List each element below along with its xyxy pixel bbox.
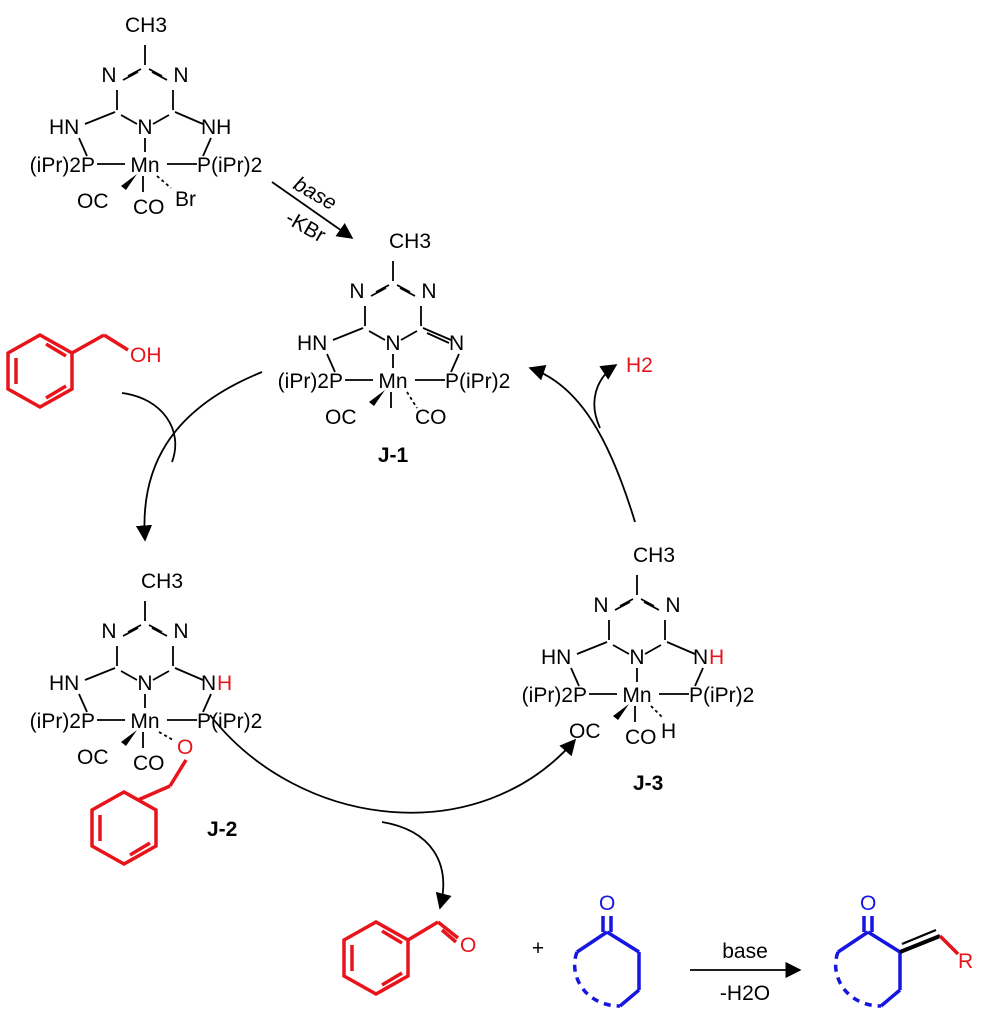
precatalyst: CH3 N N N HN NH Mn (iPr)2P P(iPr)2 OC CO…	[30, 14, 263, 219]
metal-label: Mn	[130, 710, 159, 733]
amine-label: HN	[541, 646, 571, 669]
h2-release-arrow	[593, 364, 618, 429]
cycle-arrow-j1-to-j2	[135, 371, 263, 542]
amine-n-label: N	[201, 672, 216, 695]
metal-label: Mn	[130, 154, 159, 177]
benzaldehyde: O	[342, 919, 476, 997]
hydride-label: H	[661, 720, 676, 743]
product-release-arrow	[381, 821, 452, 910]
carbonyl-bottom-label: CO	[133, 196, 165, 219]
phosphine-left-label: (iPr)2P	[278, 370, 343, 393]
phosphine-right-label: P(iPr)2	[689, 684, 754, 707]
alkylidene-ketone-product: O R	[833, 892, 973, 1008]
amine-label: HN	[49, 672, 79, 695]
hydroxyl-label: OH	[130, 344, 162, 367]
substrate-entry-arrow	[121, 392, 177, 463]
ring-n-label: N	[593, 594, 608, 617]
amine-label: HN	[297, 332, 327, 355]
cyclic-ketone: O	[572, 892, 641, 1008]
ring-n-label: N	[137, 116, 152, 139]
hash-bond	[650, 705, 664, 719]
ring-n-label: N	[173, 64, 188, 87]
carbonyl-left-label: OC	[77, 190, 109, 213]
methyl-label: CH3	[633, 544, 675, 567]
phosphine-right-label: P(iPr)2	[197, 154, 262, 177]
phosphine-left-label: (iPr)2P	[30, 710, 95, 733]
ring-n-label: N	[421, 280, 436, 303]
phosphine-left-label: (iPr)2P	[30, 154, 95, 177]
j2-label: J-2	[207, 818, 237, 841]
phosphine-right-label: P(iPr)2	[445, 370, 510, 393]
intermediate-j3: CH3 N N N HN N H Mn (iPr)2P P(iPr)2 OC C…	[522, 544, 755, 795]
activation-byproduct: -KBr	[282, 206, 330, 247]
j1-label: J-1	[378, 444, 409, 467]
phosphine-left-label: (iPr)2P	[522, 684, 587, 707]
metal-label: Mn	[622, 684, 651, 707]
amine-label: HN	[49, 116, 79, 139]
imine-label: N	[449, 332, 464, 355]
ring-n-label: N	[101, 620, 116, 643]
intermediate-j1: CH3 N N N HN N Mn (iPr)2P P(iPr)2 OC CO …	[278, 230, 511, 467]
j3-label: J-3	[633, 772, 663, 795]
carbonyl-bottom-label: CO	[625, 726, 657, 749]
ring-n-label: N	[173, 620, 188, 643]
carbonyl-left-label: OC	[569, 720, 601, 743]
h2-label: H2	[626, 354, 653, 377]
cycle-arrow-j2-to-j3	[209, 714, 577, 814]
activation-arrow	[271, 181, 354, 239]
aldehyde-o-label: O	[460, 934, 476, 957]
ring-n-label: N	[629, 646, 644, 669]
carbonyl-left-label: OC	[325, 406, 357, 429]
benzyl-group	[90, 759, 188, 867]
product-o-label: O	[860, 892, 876, 915]
cycle-arrow-j3-to-j1	[528, 365, 636, 523]
ring-n-label: N	[349, 280, 364, 303]
ketone-o-label: O	[599, 892, 615, 915]
amine-n-label: N	[693, 646, 708, 669]
ring-n-label: N	[665, 594, 680, 617]
transferred-h-label: H	[709, 646, 724, 669]
intermediate-j2: CH3 N N N HN N H Mn (iPr)2P P(iPr)2 OC C…	[30, 570, 263, 841]
carbonyl-left-label: OC	[77, 746, 109, 769]
hash-bond	[156, 175, 172, 189]
ring-n-label: N	[137, 672, 152, 695]
methyl-label: CH3	[389, 230, 431, 253]
carbonyl-bottom-label: CO	[133, 752, 165, 775]
bromide-label: Br	[175, 188, 196, 211]
carbonyl-right-label: CO	[415, 406, 447, 429]
alkoxide-o-label: O	[177, 736, 193, 759]
condensation-byproduct: -H2O	[720, 982, 770, 1005]
methyl-label: CH3	[125, 14, 167, 37]
plus-sign: +	[532, 937, 544, 960]
hash-bond	[158, 731, 174, 741]
imine-double-bond	[426, 332, 450, 344]
condensation-reagent: base	[722, 940, 768, 963]
amine-label: NH	[201, 116, 231, 139]
ring-n-label: N	[385, 332, 400, 355]
transferred-h-label: H	[217, 672, 232, 695]
r-group-label: R	[958, 950, 973, 973]
methyl-label: CH3	[141, 570, 183, 593]
ring-n-label: N	[101, 64, 116, 87]
metal-label: Mn	[378, 370, 407, 393]
benzyl-alcohol: OH	[6, 332, 162, 410]
phosphine-right-label: P(iPr)2	[197, 710, 262, 733]
